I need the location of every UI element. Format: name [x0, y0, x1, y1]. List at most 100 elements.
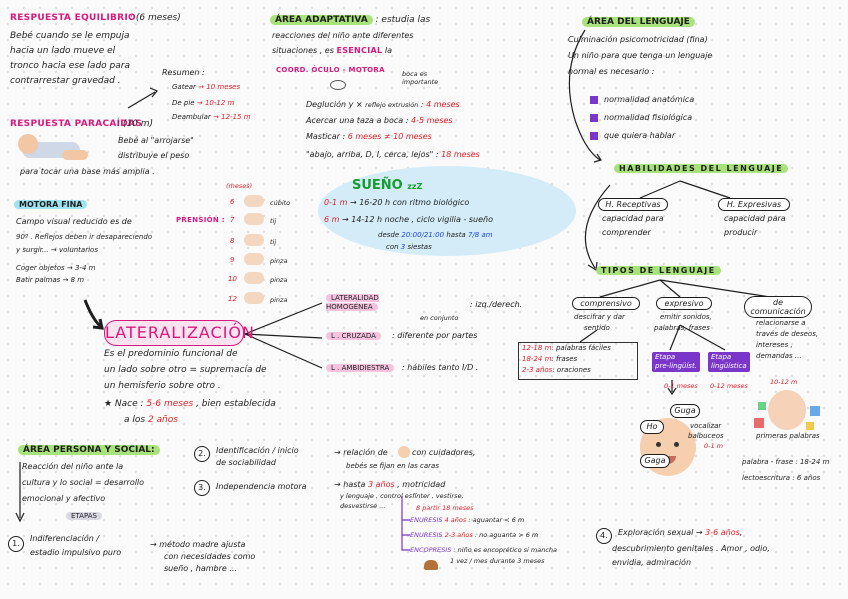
sueno-row: 0-1 m → 16-20 h con ritmo biológico [324, 198, 469, 208]
equilibrio-line: hacia un lado mueve el [10, 45, 115, 57]
stage-3-result: y lenguaje , control esfínter , vestirse… [340, 492, 464, 500]
lateralidad-type: L . CRUZADA [326, 332, 381, 341]
equilibrio-line: Bebé cuando se le empuja [10, 30, 130, 42]
lateralidad-value: : hábiles tanto I/D . [402, 363, 478, 373]
lenguaje-check: normalidad fisiológica [604, 113, 692, 123]
stage-2-number: 2. [194, 446, 210, 462]
hand-icon [244, 213, 264, 225]
stage-2-text: Identificación / inicio [216, 446, 299, 456]
stage-3-meses: 8 partir 18 meses [416, 504, 474, 512]
tipos-title: TIPOS DE LENGUAJE [596, 266, 721, 276]
h-expresivas-desc: producir [724, 228, 757, 238]
palabra-frase: palabra - frase : 18-24 m [742, 458, 829, 467]
sueno-title: SUEÑO zzZ [352, 178, 422, 194]
comunicacion-desc: demandas ... [756, 352, 802, 361]
lateralizacion-line: un hemisferio sobre otro . [104, 380, 221, 392]
speech-bubble: Guga [670, 404, 700, 418]
adaptativa-line: situaciones , es ESENCIAL la [272, 46, 392, 56]
adaptativa-item: "abajo, arriba, D, I, cerca, lejos" : 18… [306, 150, 480, 160]
stage-4-number: 4. [596, 528, 612, 544]
comprensivo-desc: sentido [584, 324, 610, 333]
prension-month: 7 [230, 216, 234, 225]
prension-header: (meses) [226, 182, 252, 190]
adaptativa-line: reacciones del niño ante diferentes [272, 31, 413, 41]
stage-1-result: sueño , hambre ... [164, 564, 237, 574]
paracaidas-line: distribuye el peso [118, 151, 189, 161]
adaptativa-item: Acercar una taza a boca : 4-5 meses [306, 116, 453, 126]
prension-month: 10 [228, 275, 237, 284]
h-expresivas: H. Expresivas [718, 198, 790, 211]
sueno-row: desde 20:00/21:00 hasta 7/8 am [378, 231, 493, 240]
crawling-baby-illustration [18, 130, 90, 164]
expresivo-pill: expresivo [656, 297, 712, 310]
enuresis-row: ENURESIS 2-3 años : no aguanta > 6 m [410, 531, 538, 539]
hand-icon [244, 195, 264, 207]
stage-3-number: 3. [194, 480, 210, 496]
lateralidad-value: : izq./derech. [470, 300, 522, 310]
lenguaje-line: normal es necesario : [568, 67, 654, 77]
stage-2-result: con cuidadores, [412, 448, 475, 458]
prension-month: 9 [230, 256, 234, 265]
respuesta-equilibrio-title: RESPUESTA EQUILIBRIO [10, 12, 136, 24]
stage-3-result: → hasta 3 años , motricidad [334, 480, 445, 490]
h-expresivas-desc: capacidad para [724, 214, 786, 224]
comprensivo-desc: descifrar y dar [574, 313, 625, 322]
comunicacion-desc: intereses , [756, 341, 793, 350]
potty-icon [424, 560, 438, 570]
stage-1-text: Indiferenciación / [30, 534, 99, 544]
respuesta-equilibrio-age: : (6 meses) [130, 12, 181, 24]
motora-fina-line: Campo visual reducido es de [16, 217, 132, 227]
prension-label: cúbito [270, 199, 290, 207]
hand-icon [244, 272, 264, 284]
coord-oculo-motora: COORD. ÓCULO - MOTORA [276, 66, 385, 75]
stage-1-result: → método madre ajusta [150, 540, 245, 550]
checkbox-icon [590, 96, 598, 104]
motora-fina-line: Coger objetos → 3-4 m [16, 264, 95, 273]
lenguaje-line: Culminación psicomotricidad (fina) [568, 35, 708, 45]
persona-line: Reacción del niño ante la [22, 462, 123, 472]
pre-age: 0-12 meses [710, 382, 748, 390]
lateralizacion-line: Es el predominio funcional de [104, 348, 238, 360]
area-persona-title: ÁREA PERSONA Y SOCIAL: [18, 444, 160, 456]
stage-3-result: desvestirse ... [340, 502, 385, 510]
speech-bubble: Gaga [640, 454, 670, 468]
pre-age: 0-1 meses [664, 382, 698, 390]
lateralizacion-title: LATERALIZACIÓN [104, 320, 244, 346]
motora-fina-line: 90º . Reflejos deben ir desapareciendo [16, 233, 152, 242]
prension-month: 8 [230, 237, 234, 246]
comunicacion-desc: través de deseos, [756, 330, 818, 339]
vocalizar-age: 0-1 m [704, 442, 723, 450]
hand-icon [244, 234, 264, 246]
toddler-illustration [754, 388, 820, 436]
area-lenguaje-title: ÁREA DEL LENGUAJE [582, 16, 695, 28]
motora-fina-line: Batir palmas → 8 m [16, 276, 84, 285]
eye-icon [330, 80, 346, 90]
area-adaptativa-title: ÁREA ADAPTATIVA : estudia las [270, 14, 430, 26]
expresivo-desc: palabras, frases [654, 324, 710, 333]
resumen-item: Gatear → 10 meses [172, 83, 240, 92]
prension-label: tij [270, 238, 276, 246]
stage-2-result: bebés se fijan en las caras [346, 462, 439, 471]
primeras-palabras: primeras palabras [756, 432, 820, 441]
stage-1-text: estadio impulsivo puro [30, 548, 121, 558]
lateralizacion-note: ★ Nace : 5-6 meses , bien establecida [104, 398, 276, 410]
resumen-title: Resumen : [162, 68, 205, 78]
h-receptivas: H. Receptivas [598, 198, 668, 211]
prension-label: pinza [270, 257, 287, 265]
comprension-age-row: 2-3 años: oraciones [522, 366, 591, 375]
comprension-age-row: 12-18 m: palabras fáciles [522, 344, 611, 353]
resumen-item: Deambular → 12-15 m [172, 113, 251, 122]
lectoescritura: lectoescritura : 6 años [742, 474, 820, 483]
boca-note: boca es importante [402, 70, 462, 86]
adaptativa-item: Masticar : 6 meses ≠ 10 meses [306, 132, 432, 142]
lateralidad-note: en conjunto [420, 314, 458, 322]
comprension-age-row: 18-24 m: frases [522, 355, 577, 364]
stage-1-result: con necesidades como [164, 552, 255, 562]
prension-title: PRENSIÓN : [176, 216, 225, 225]
stage-2-text: de sociabilidad [216, 458, 276, 468]
h-receptivas-desc: comprender [602, 228, 651, 238]
paracaidas-line: Bebé al "arrojarse" [118, 136, 194, 146]
